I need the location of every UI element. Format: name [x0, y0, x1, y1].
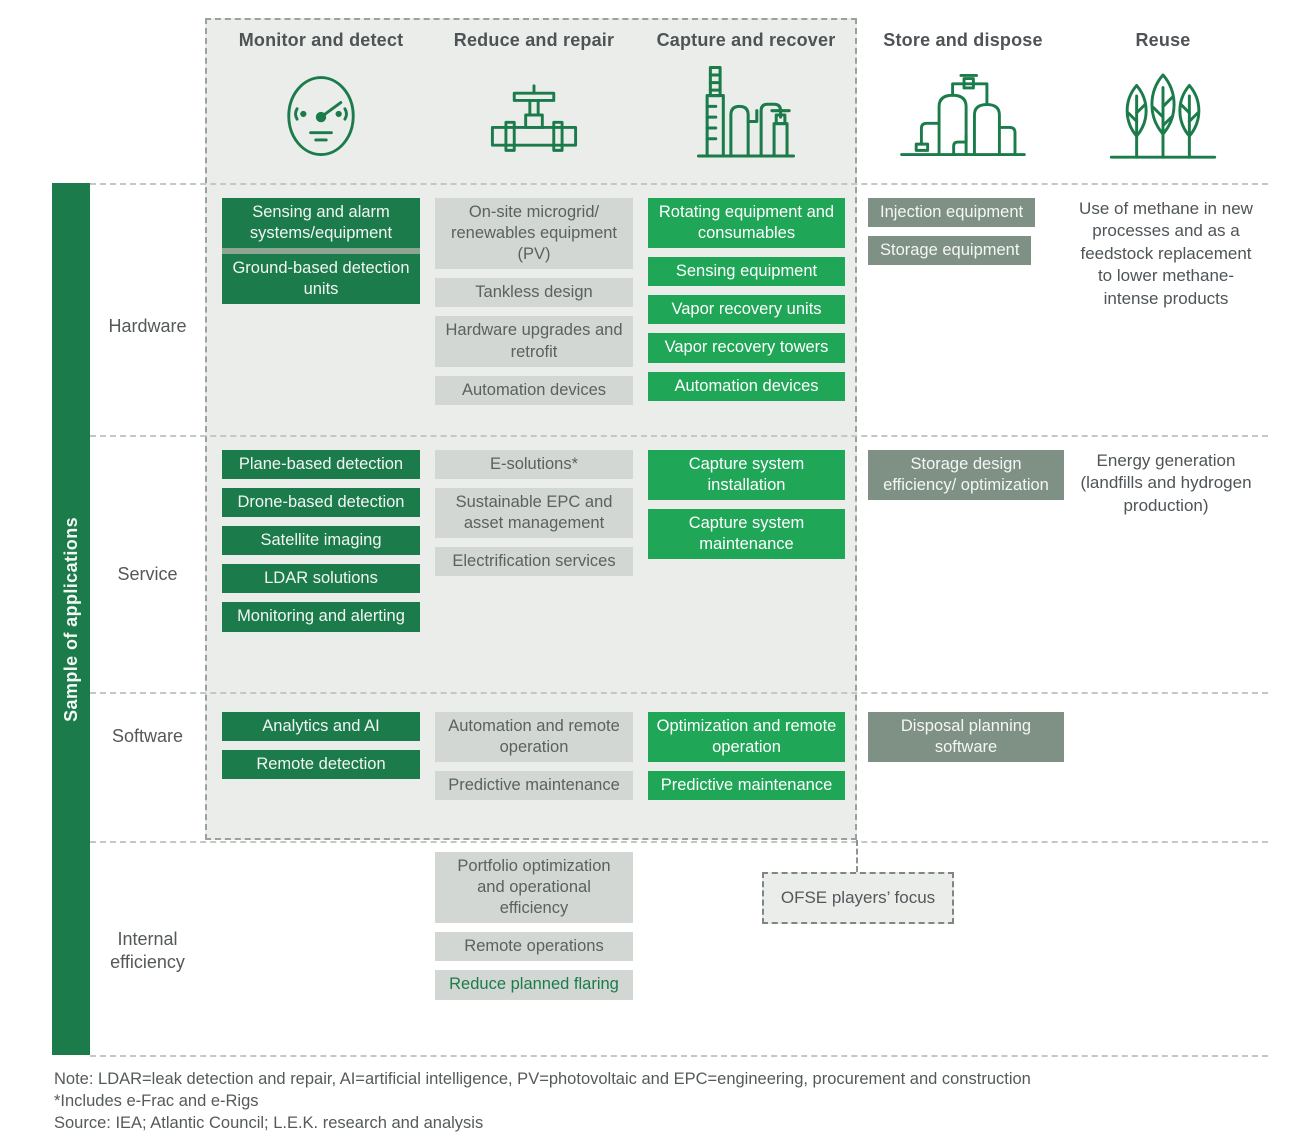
valve-icon	[429, 59, 639, 171]
app-box: Vapor recovery units	[648, 295, 845, 325]
footnotes: Note: LDAR=leak detection and repair, AI…	[54, 1068, 1274, 1134]
sample-of-applications-label: Sample of applications	[60, 516, 81, 722]
row-label-internal-efficiency: Internal efficiency	[110, 929, 185, 972]
app-box: Monitoring and alerting	[222, 602, 420, 632]
app-box: On-site microgrid/ renewables equipment …	[435, 198, 633, 270]
column-label: Monitor and detect	[238, 30, 404, 50]
cell-hardware-store: Injection equipment Storage equipment	[868, 198, 1064, 266]
app-box: Automation devices	[435, 375, 633, 405]
app-box: Injection equipment	[868, 198, 1036, 228]
column-header-reuse: Reuse	[1058, 30, 1268, 171]
cell-hardware-monitor: Sensing and alarm systems/equipment Grou…	[222, 198, 420, 305]
column-label: Store and dispose	[883, 30, 1043, 50]
app-box: Automation devices	[648, 371, 845, 401]
column-header-store-and-dispose: Store and dispose	[858, 30, 1068, 171]
gauge-icon	[216, 59, 426, 171]
app-box: LDAR solutions	[222, 564, 420, 594]
app-box: Predictive maintenance	[435, 771, 633, 801]
column-header-reduce-and-repair: Reduce and repair	[429, 30, 639, 171]
footnote-line: *Includes e-Frac and e-Rigs	[54, 1092, 259, 1111]
cell-hardware-reduce: On-site microgrid/ renewables equipment …	[435, 198, 633, 405]
cell-service-capture: Capture system installation Capture syst…	[648, 450, 845, 560]
row-divider	[90, 692, 1268, 694]
app-box: Electrification services	[435, 547, 633, 577]
row-label-software: Software	[111, 726, 184, 746]
ofse-connector-line	[856, 840, 858, 872]
app-box: Sustainable EPC and asset management	[435, 488, 633, 539]
refinery-icon	[641, 59, 851, 171]
leaves-icon	[1058, 59, 1268, 171]
row-divider	[90, 435, 1268, 437]
app-box: E-solutions*	[435, 450, 633, 480]
app-box: Storage design efficiency/ optimization	[868, 450, 1064, 501]
app-box: Capture system maintenance	[648, 509, 845, 560]
column-label: Reuse	[1135, 30, 1191, 50]
row-label-service: Service	[117, 564, 178, 584]
app-box: Tankless design	[435, 278, 633, 308]
cell-hardware-capture: Rotating equipment and consumables Sensi…	[648, 198, 845, 401]
app-box: Automation and remote operation	[435, 712, 633, 763]
column-label: Capture and recover	[656, 30, 836, 50]
app-box: Storage equipment	[868, 236, 1032, 266]
box-divider	[222, 248, 420, 255]
column-label: Reduce and repair	[453, 30, 615, 50]
storage-tanks-icon	[858, 59, 1068, 171]
app-box: Hardware upgrades and retrofit	[435, 316, 633, 367]
app-box: Remote detection	[222, 750, 420, 780]
row-divider	[90, 183, 1268, 185]
row-divider	[90, 1055, 1268, 1057]
cell-software-monitor: Analytics and AI Remote detection	[222, 712, 420, 780]
app-box: Satellite imaging	[222, 526, 420, 556]
app-box: Predictive maintenance	[648, 771, 845, 801]
app-box: Sensing equipment	[648, 257, 845, 287]
row-divider	[90, 841, 1268, 843]
app-box: Optimization and remote operation	[648, 712, 845, 763]
cell-software-store: Disposal planning software	[868, 712, 1064, 763]
cell-software-reduce: Automation and remote operation Predicti…	[435, 712, 633, 801]
app-box: Capture system installation	[648, 450, 845, 501]
app-box: Vapor recovery towers	[648, 333, 845, 363]
app-box: Drone-based detection	[222, 488, 420, 518]
cell-software-capture: Optimization and remote operation Predic…	[648, 712, 845, 801]
app-box: Plane-based detection	[222, 450, 420, 480]
app-box: Sensing and alarm systems/equipment	[222, 198, 420, 249]
app-box: Remote operations	[435, 932, 633, 962]
app-box: Portfolio optimization and operational e…	[435, 852, 633, 924]
ofse-players-focus-label: OFSE players’ focus	[762, 872, 954, 924]
app-box: Analytics and AI	[222, 712, 420, 742]
cell-service-reuse-text: Energy generation (landfills and hydroge…	[1080, 451, 1252, 515]
cell-service-monitor: Plane-based detection Drone-based detect…	[222, 450, 420, 632]
source-line: Source: IEA; Atlantic Council; L.E.K. re…	[54, 1114, 484, 1133]
sample-of-applications-bar: Sample of applications	[52, 183, 90, 1055]
app-box: Reduce planned flaring	[435, 970, 633, 1000]
cell-service-store: Storage design efficiency/ optimization	[868, 450, 1064, 501]
column-header-monitor-and-detect: Monitor and detect	[216, 30, 426, 171]
note-line: Note: LDAR=leak detection and repair, AI…	[54, 1070, 1031, 1088]
cell-service-reduce: E-solutions* Sustainable EPC and asset m…	[435, 450, 633, 577]
column-header-capture-and-recover: Capture and recover	[641, 30, 851, 171]
app-box: Ground-based detection units	[222, 254, 420, 305]
app-box: Rotating equipment and consumables	[648, 198, 845, 249]
cell-hardware-reuse-text: Use of methane in new processes and as a…	[1079, 199, 1253, 308]
row-label-hardware: Hardware	[108, 316, 187, 336]
app-box: Disposal planning software	[868, 712, 1064, 763]
cell-internal-reduce: Portfolio optimization and operational e…	[435, 852, 633, 1000]
